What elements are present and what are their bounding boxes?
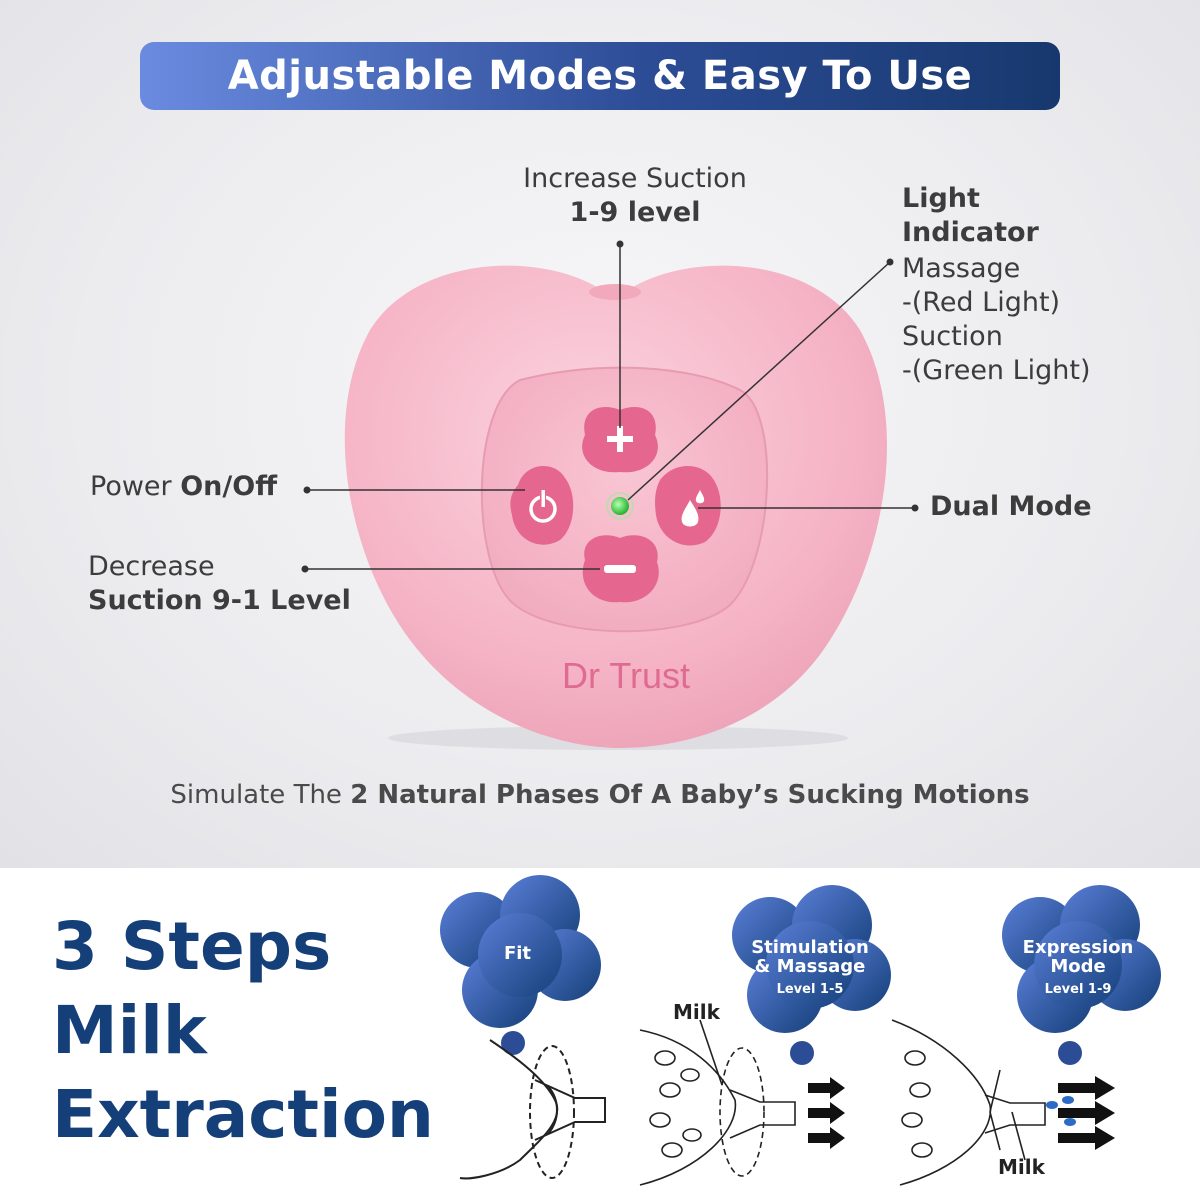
- fit-cloud: [440, 875, 601, 1055]
- stimulation-arrows: [808, 1077, 845, 1149]
- step-expression-title: Expression Mode Level 1-9: [1022, 937, 1134, 997]
- steps-title: 3 Steps Milk Extraction: [52, 908, 434, 1153]
- decrease-suction-label: Decrease Suction 9-1 Level: [88, 551, 351, 616]
- stimulation-cloud: [732, 885, 891, 1065]
- dual-mode-label: Dual Mode: [930, 491, 1092, 522]
- power-label: Power On/Off: [90, 471, 278, 502]
- minus-button: [582, 535, 659, 603]
- indicator-light: [611, 497, 629, 515]
- increase-suction-label: Increase Suction 1-9 level: [523, 163, 747, 228]
- milk-label-top: Milk: [673, 1000, 720, 1024]
- expression-diagram: [891, 1019, 1046, 1186]
- breast-pump-device: Dr Trust: [301, 240, 919, 750]
- expression-cloud: [1002, 885, 1161, 1065]
- banner-title: Adjustable Modes & Easy To Use: [140, 42, 1060, 110]
- step-stimulation-title: Stimulation & Massage Level 1-5: [751, 937, 869, 997]
- device-brand: Dr Trust: [562, 655, 690, 696]
- step-fit-title: Fit: [503, 943, 532, 964]
- plus-button: [582, 407, 658, 473]
- stimulation-diagram: [639, 1019, 796, 1186]
- bottom-panel: [0, 868, 1200, 1200]
- dual-mode-button: [655, 465, 721, 546]
- milk-label-bottom: Milk: [998, 1155, 1045, 1179]
- expression-arrows: [1046, 1076, 1115, 1150]
- steps-diagram: [440, 875, 1161, 1186]
- light-indicator-label: Light Indicator Massage -(Red Light) Suc…: [902, 183, 1091, 386]
- power-button: [510, 465, 574, 545]
- fit-diagram: [459, 1039, 606, 1180]
- tagline: Simulate The 2 Natural Phases Of A Baby’…: [170, 780, 1030, 810]
